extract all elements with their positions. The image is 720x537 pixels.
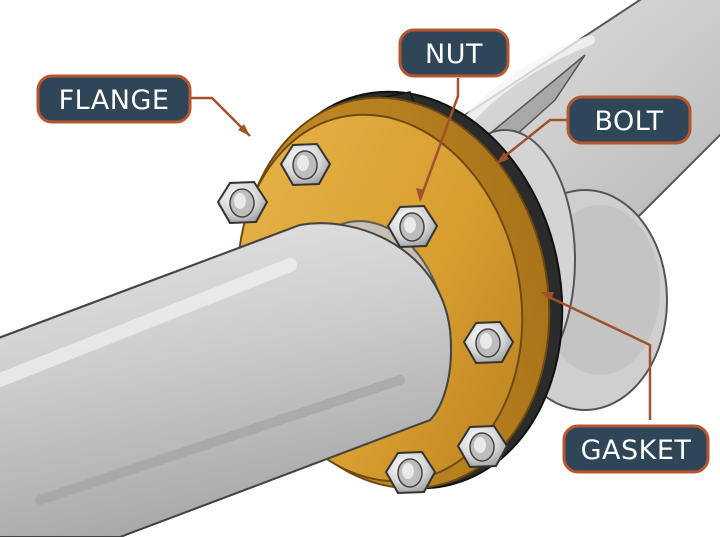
nut-leader-arrow <box>416 188 425 202</box>
main-pipe <box>0 220 452 537</box>
gasket-leader <box>544 293 652 420</box>
bolt-label: BOLT <box>594 106 663 137</box>
bolt-nut-icon <box>386 204 439 249</box>
gasket-label: GASKET <box>581 435 692 466</box>
callout-bolt: BOLT <box>566 95 692 145</box>
bolt-nut-icon <box>462 320 515 365</box>
flange-leader-arrow <box>238 124 250 136</box>
bolt-leader <box>499 118 568 161</box>
gasket-leader-arrow <box>540 292 554 300</box>
bolt-nuts <box>216 142 515 495</box>
leader-lines <box>190 78 652 420</box>
bolt-leader-arrow <box>496 152 509 164</box>
callout-nut: NUT <box>398 28 510 78</box>
callout-flange: FLANGE <box>36 74 192 124</box>
callout-gasket: GASKET <box>562 424 710 474</box>
nut-leader <box>418 78 460 201</box>
bolt-nut-icon <box>279 142 332 187</box>
bolt-nut-icon <box>384 450 437 495</box>
bolt-nut-icon <box>216 180 269 225</box>
nut-label: NUT <box>425 39 483 70</box>
bolt-nut-icon <box>456 424 509 469</box>
flange-label: FLANGE <box>59 85 170 116</box>
flange-leader <box>190 96 251 137</box>
